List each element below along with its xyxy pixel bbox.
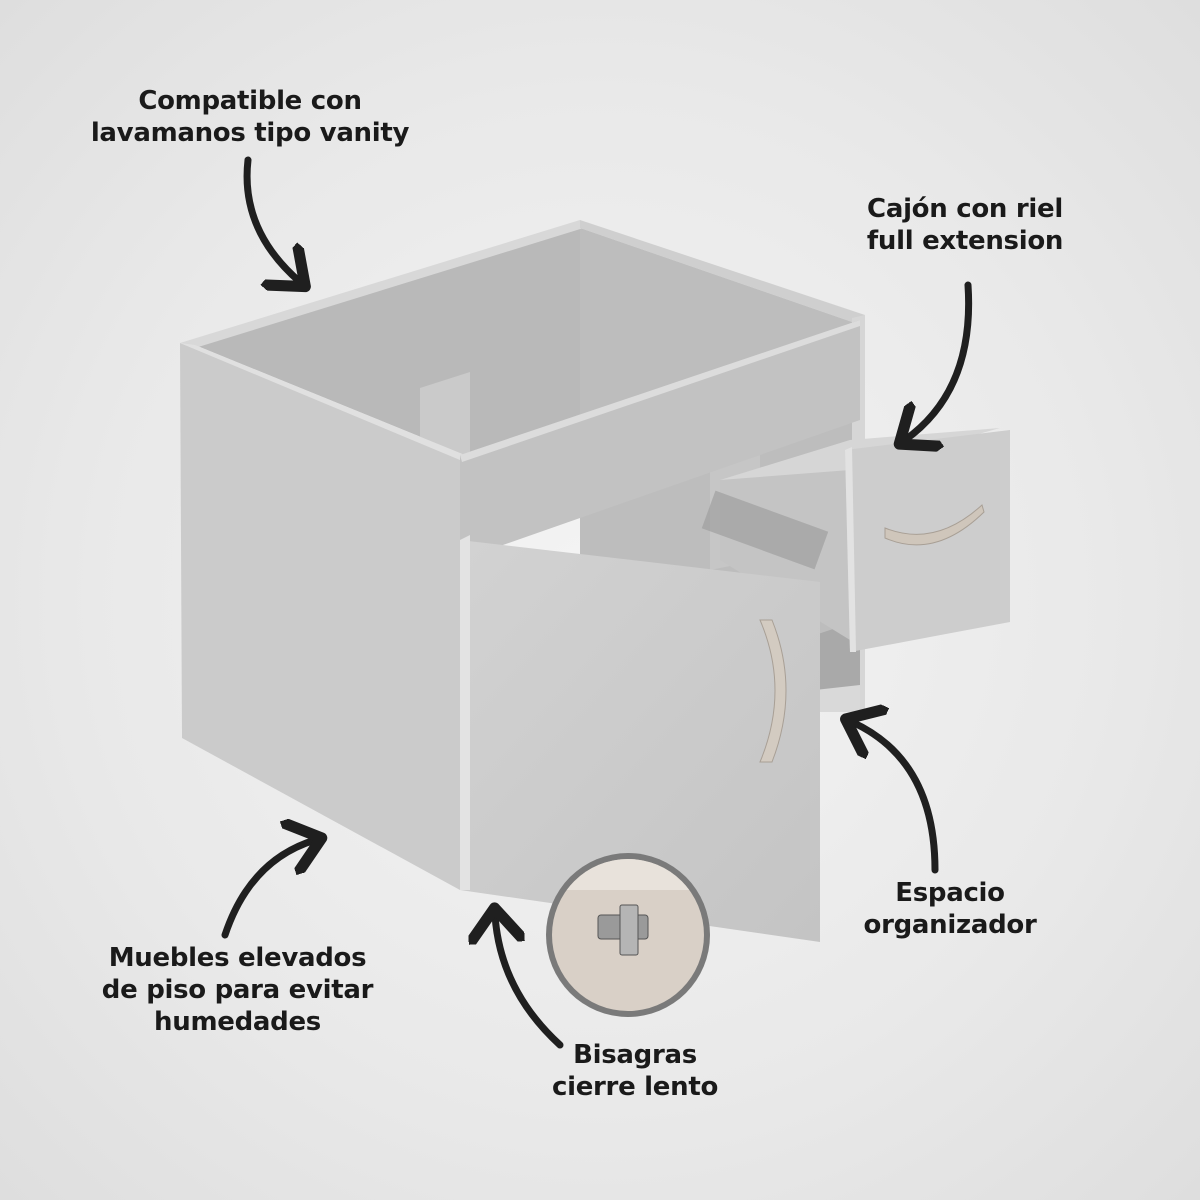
arrow-elevated-icon xyxy=(221,840,315,939)
hinge-detail-inset xyxy=(546,853,710,1017)
arrow-hinges-icon xyxy=(495,915,564,1049)
label-line: humedades xyxy=(154,1007,321,1037)
label-line: organizador xyxy=(863,910,1037,940)
label-line: cierre lento xyxy=(551,1072,719,1102)
arrow-drawer-icon xyxy=(905,281,973,440)
label-soft-close-hinges: Bisagras cierre lento xyxy=(520,1039,750,1103)
door-handle xyxy=(759,619,787,763)
drawer-handle xyxy=(884,504,985,546)
arrow-vanity-icon xyxy=(243,156,300,282)
label-line: Cajón con riel xyxy=(867,194,1063,224)
label-line: Espacio xyxy=(895,878,1005,908)
label-line: full extension xyxy=(866,226,1064,256)
arrows xyxy=(221,156,973,1049)
label-storage-space: Espacio organizador xyxy=(820,877,1080,941)
label-vanity-compatible: Compatible con lavamanos tipo vanity xyxy=(80,85,420,149)
arrow-space-icon xyxy=(852,722,939,874)
label-line: Muebles elevados xyxy=(108,943,367,973)
label-line: Bisagras xyxy=(573,1040,697,1070)
label-line: Compatible con xyxy=(138,86,362,116)
label-elevated-furniture: Muebles elevados de piso para evitar hum… xyxy=(70,942,405,1038)
label-line: lavamanos tipo vanity xyxy=(90,118,410,148)
label-drawer-rail: Cajón con riel full extension xyxy=(820,193,1110,257)
label-line: de piso para evitar xyxy=(101,975,374,1005)
cabinet xyxy=(180,220,1010,942)
door xyxy=(460,540,820,942)
drawer-rail xyxy=(701,490,829,570)
